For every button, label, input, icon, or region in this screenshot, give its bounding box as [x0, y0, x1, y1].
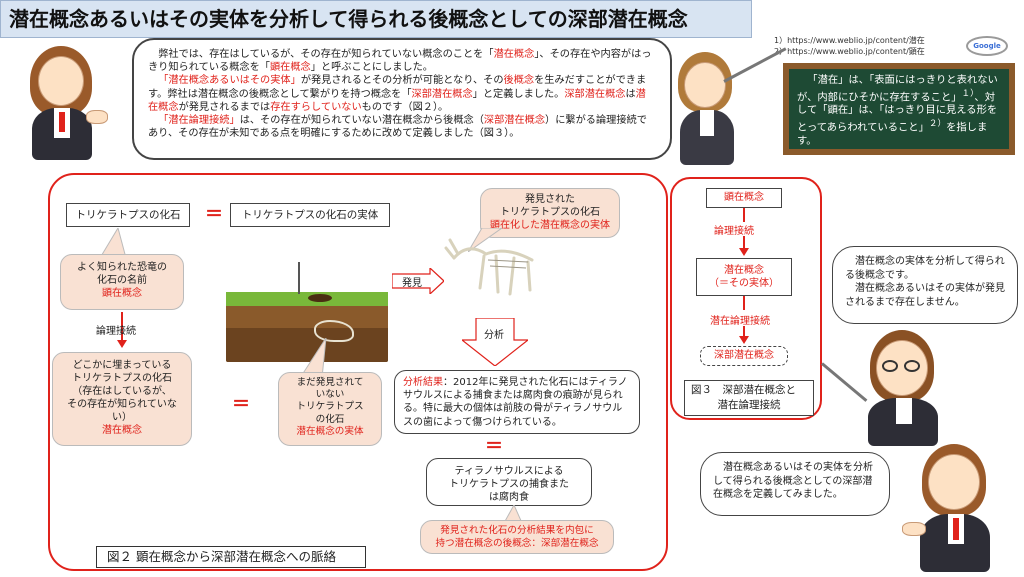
- google-logo-icon: Google: [966, 36, 1008, 56]
- teacher-woman-icon: [672, 50, 742, 165]
- reference-list: 1）https://www.weblio.jp/content/潜在 2）htt…: [774, 35, 925, 57]
- fossil-box: トリケラトプスの化石: [66, 203, 190, 227]
- page-title: 潜在概念あるいはその実体を分析して得られる後概念としての深部潜在概念: [0, 0, 752, 38]
- discovery-label: 発見: [402, 278, 422, 289]
- post-concept-box: 発見された化石の分析結果を内包に 持つ潜在概念の後概念：深部潜在概念: [420, 520, 614, 554]
- logic-connection-line: [121, 312, 123, 342]
- triceratops-skeleton-icon: [444, 238, 534, 296]
- equals-sign-right: ＝: [485, 436, 503, 457]
- fig3-line-4: [743, 326, 745, 338]
- callout-tail-predation: [503, 505, 523, 523]
- analysis-arrow-icon: [462, 318, 528, 366]
- woman-with-glasses-icon: [856, 326, 956, 446]
- fig3-line-3: [743, 296, 745, 310]
- reference-1[interactable]: 1）https://www.weblio.jp/content/潜在: [774, 36, 925, 45]
- discovery-arrow-icon: [392, 268, 444, 294]
- woman-presenter-right-icon: [902, 440, 1006, 572]
- known-dino-box: よく知られた恐竜の 化石の名前 顕在概念: [60, 254, 184, 310]
- fig3-logic-label: 論理接続: [714, 226, 754, 237]
- reference-2[interactable]: 2）https://www.weblio.jp/content/顕在: [774, 47, 925, 56]
- fig3-arrow-2: [739, 336, 749, 344]
- callout-tail-discovered: [468, 228, 503, 252]
- right-speech-bubble-1: 潜在概念の実体を分析して得られる後概念です。 潜在概念あるいはその実体が発見され…: [832, 246, 1018, 324]
- woman-presenter-left-icon: [22, 40, 112, 160]
- intro-paragraph-3: 「潜在論理接続」は、その存在が知られていない潜在概念から後概念（深部潜在概念）に…: [148, 115, 647, 140]
- shovel-icon: [298, 262, 300, 294]
- fig3-line-1: [743, 208, 745, 222]
- figure-3-panel: [670, 177, 822, 420]
- fig3-arrow-1: [739, 248, 749, 256]
- intro-speech-bubble: 弊社では、存在はしているが、その存在が知られていない概念のことを「潜在概念」、そ…: [132, 38, 672, 160]
- logic-connection-label: 論理接続: [96, 326, 136, 337]
- intro-paragraph-1: 弊社では、存在はしているが、その存在が知られていない概念のことを「潜在概念」、そ…: [148, 49, 652, 74]
- fig3-line-2: [743, 236, 745, 250]
- board-text: 「潜在」は、「表面にはっきりと表れないが、内部にひそかに存在すること」１）、対し…: [797, 74, 998, 147]
- analysis-label: 分析: [484, 330, 504, 341]
- callout-tail-known: [99, 228, 127, 258]
- fig3-explicit-box: 顕在概念: [706, 188, 782, 208]
- figure-2-caption: 図２ 顕在概念から深部潜在概念への脈絡: [96, 546, 366, 568]
- fig3-deep-latent-box: 深部潜在概念: [700, 346, 788, 366]
- undiscovered-fossil-box: まだ発見されて いない トリケラトプス の化石 潜在概念の実体: [278, 372, 382, 446]
- fossil-entity-box: トリケラトプスの化石の実体: [230, 203, 390, 227]
- discovered-fossil-box: 発見された トリケラトプスの化石 顕在化した潜在概念の実体: [480, 188, 620, 238]
- fig3-latent-box: 潜在概念 （＝その実体）: [696, 258, 792, 296]
- intro-paragraph-2: 「潜在概念あるいはその実体」が発見されるとその分析が可能となり、その後概念を生み…: [148, 75, 647, 113]
- callout-tail-undiscovered: [300, 338, 327, 378]
- excavation-illustration: [226, 242, 388, 362]
- equals-sign-left: ＝: [232, 394, 250, 415]
- equals-sign-top: ＝: [205, 204, 223, 225]
- buried-fossil-box: どこかに埋まっている トリケラトプスの化石 （存在はしているが、 その存在が知ら…: [52, 352, 192, 446]
- right-speech-bubble-2: 潜在概念あるいはその実体を分析して得られる後概念としての深部潜在概念を定義してみ…: [700, 452, 890, 516]
- figure-3-caption: 図３ 深部潜在概念と 潜在論理接続: [684, 380, 814, 416]
- blackboard: 「潜在」は、「表面にはっきりと表れないが、内部にひそかに存在すること」１）、対し…: [783, 63, 1015, 155]
- analysis-result-box: 分析結果：2012年に発見された化石にはティラノサウルスによる捕食または腐肉食の…: [394, 370, 640, 434]
- logic-connection-arrow: [117, 340, 127, 348]
- fig3-latent-logic-label: 潜在論理接続: [710, 316, 770, 327]
- predation-box: ティラノサウルスによる トリケラトプスの捕食また は腐肉食: [426, 458, 592, 506]
